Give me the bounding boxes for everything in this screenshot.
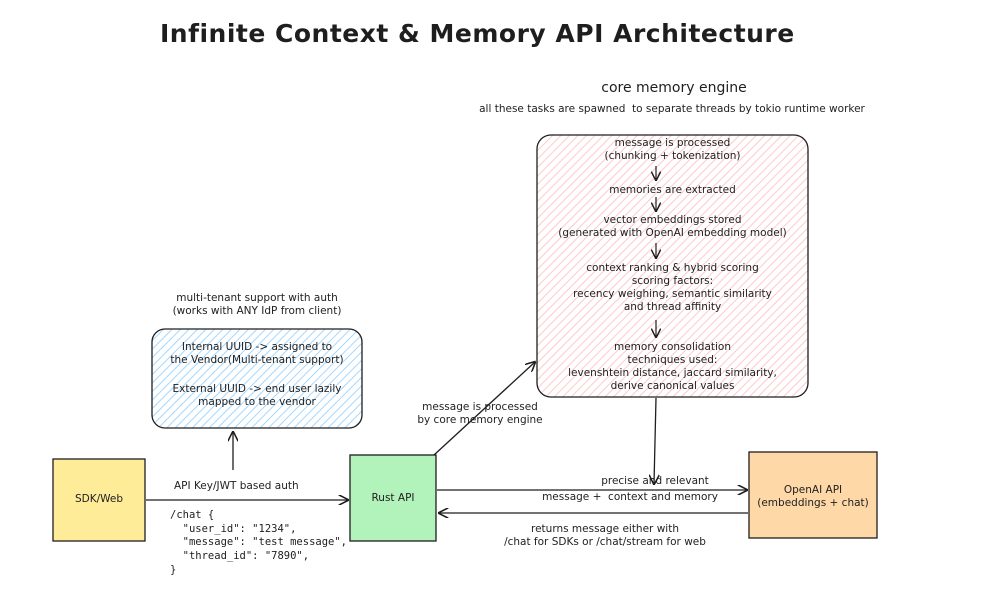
edge-label-precise: precise and relevant [601, 475, 709, 487]
auth-external-uuid: External UUID -> end user lazily mapped … [172, 383, 342, 409]
diagram-title: Infinite Context & Memory API Architectu… [160, 19, 795, 48]
core-step-extraction: memories are extracted [609, 184, 736, 196]
sdk-web-box [52, 458, 146, 542]
request-example: /chat { "user_id": "1234", "message": "t… [170, 509, 348, 576]
edge-label-auth: API Key/JWT based auth [174, 480, 299, 492]
core-memory-engine-box [536, 134, 809, 398]
auth-internal-uuid: Internal UUID -> assigned to the Vendor(… [170, 341, 344, 367]
core-step-embeddings: vector embeddings stored (generated with… [558, 214, 787, 240]
sdk-web-label: SDK/Web [74, 493, 124, 505]
rust-api-label: Rust API [371, 492, 415, 504]
auth-box [151, 328, 363, 429]
auth-heading: multi-tenant support with auth (works wi… [172, 292, 342, 318]
arrow-core-to-openai [654, 397, 656, 484]
core-step-consolidation: memory consolidation techniques used: le… [568, 341, 777, 393]
edge-label-rust-to-core: message is processed by core memory engi… [417, 401, 543, 427]
openai-api-label: OpenAI API (embeddings + chat) [757, 484, 869, 510]
core-step-ranking: context ranking & hybrid scoring scoring… [573, 262, 772, 314]
rust-api-box [349, 454, 437, 542]
core-step-processing: message is processed (chunking + tokeniz… [604, 137, 741, 163]
edge-label-context-memory: message + context and memory [542, 491, 718, 503]
openai-api-box [748, 451, 878, 539]
edge-label-return: returns message either with /chat for SD… [504, 523, 706, 549]
arrow-rust-to-core [433, 362, 535, 456]
core-subheading: all these tasks are spawned to separate … [479, 103, 865, 115]
core-heading: core memory engine [601, 80, 747, 96]
